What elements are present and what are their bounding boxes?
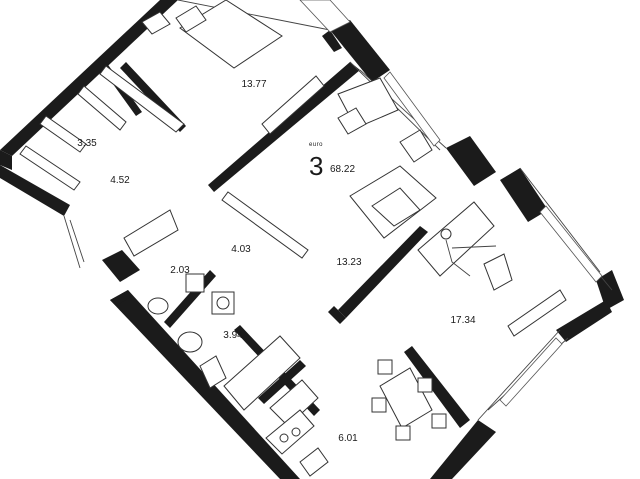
area-label-room: 13.23 (336, 257, 361, 268)
area-label-bedroom: 13.77 (241, 79, 266, 90)
windows (299, 0, 603, 407)
furniture (19, 0, 567, 477)
type-label: euro (309, 142, 323, 148)
area-label-kitchen: 6.01 (338, 433, 358, 444)
area-label-hall: 4.52 (110, 175, 130, 186)
area-label-wardrobe: 3.35 (77, 138, 97, 149)
area-label-bathroom: 3.94 (223, 330, 243, 341)
walls (0, 0, 624, 479)
area-label-corridor: 4.03 (231, 244, 251, 255)
apartment-type-badge: euro 3 68.22 (309, 142, 355, 181)
room-count: 3 (309, 151, 323, 181)
area-label-living: 17.34 (450, 315, 475, 326)
area-label-wc: 2.03 (170, 265, 190, 276)
total-area: 68.22 (330, 164, 355, 175)
